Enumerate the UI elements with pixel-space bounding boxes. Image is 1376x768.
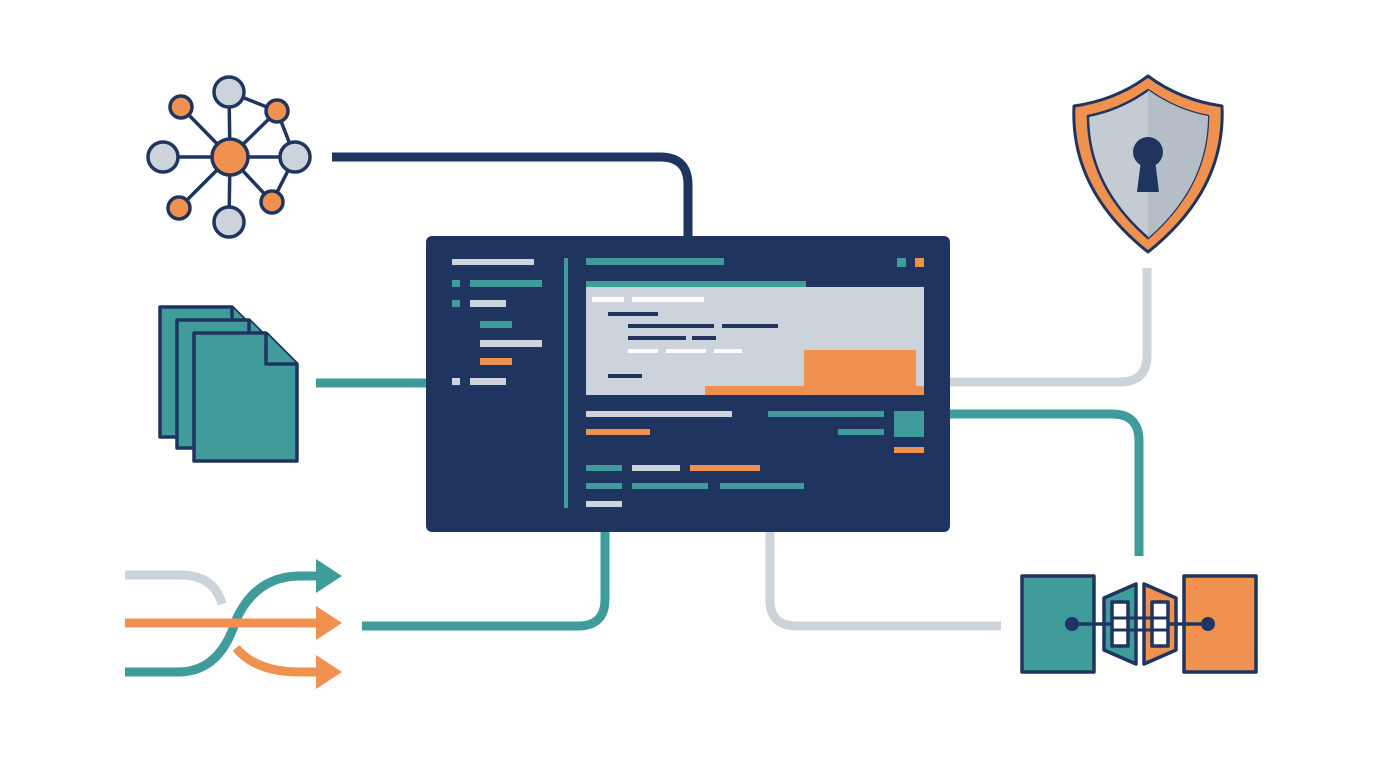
connector-integration-editor-gray (765, 532, 1001, 631)
network-node (278, 140, 312, 174)
editor-preview-panel (586, 281, 924, 395)
arrow-head-orange (316, 606, 342, 640)
editor-sidebar (452, 259, 542, 385)
code-editor-window-icon (426, 236, 950, 532)
connector-integration-editor-teal (948, 409, 1144, 556)
network-node (212, 75, 246, 109)
connectors (316, 152, 1152, 631)
connector-network-editor (332, 152, 693, 238)
network-node (212, 205, 246, 239)
network-node (168, 94, 194, 120)
shield-inner-shade (1148, 90, 1208, 238)
keyhole-icon (1133, 137, 1163, 192)
arrow-head-orange-lower (316, 655, 342, 689)
connector-shuffle-editor (362, 532, 610, 631)
connector-security-editor (948, 268, 1152, 387)
stacked-documents-icon (158, 305, 299, 463)
arrow-head-teal (316, 559, 342, 593)
window-control-orange (915, 258, 924, 267)
shuffle-line-gray (125, 570, 227, 606)
shuffle-arrows-icon (125, 559, 342, 689)
editor-tab-bar (586, 258, 724, 265)
plug-connector-icon (1020, 574, 1258, 674)
network-node (259, 189, 285, 215)
network-graph-icon (146, 75, 312, 239)
window-control-teal (897, 258, 906, 267)
network-node-center (210, 137, 250, 177)
network-node (264, 98, 290, 124)
editor-divider (564, 258, 568, 508)
shuffle-line-orange-lower (232, 644, 322, 677)
network-node (166, 195, 192, 221)
editor-code-lines (586, 411, 924, 507)
network-node (146, 140, 180, 174)
shield-lock-icon (1072, 74, 1224, 254)
